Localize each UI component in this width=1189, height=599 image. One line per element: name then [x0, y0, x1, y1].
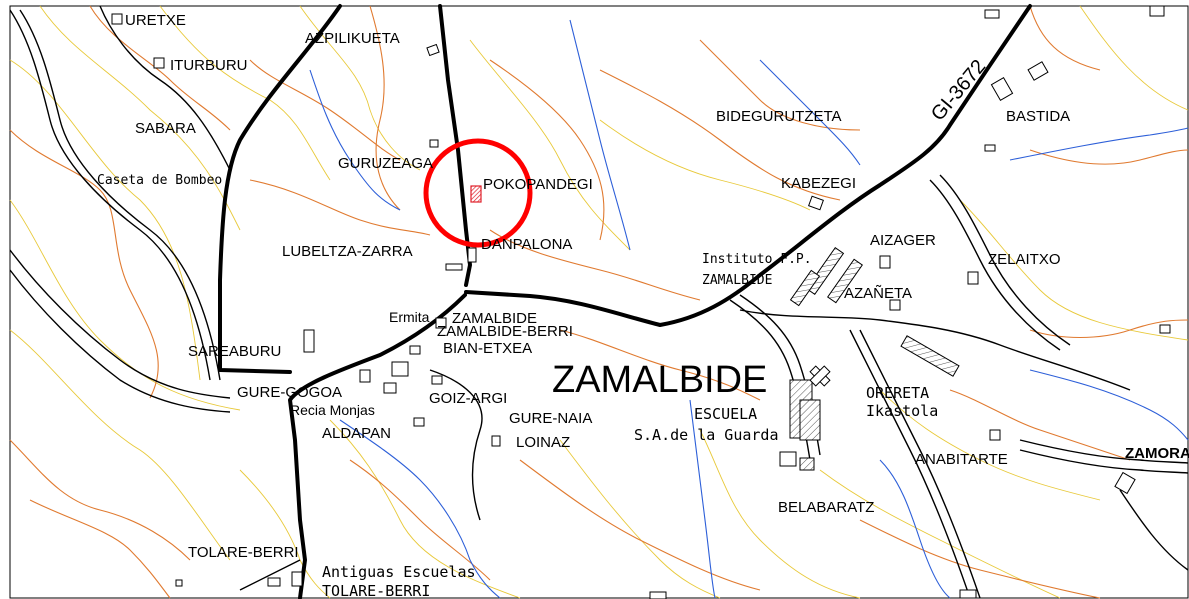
place-instituto: Instituto F.P. — [702, 252, 812, 267]
place-zamora: ZAMORA — [1125, 445, 1189, 462]
place-bidegurutzeta: BIDEGURUTZETA — [716, 108, 842, 125]
place-labels: URETXE ITURBURU SABARA Caseta de Bombeo … — [97, 12, 1189, 599]
place-escuela: ESCUELA — [694, 405, 757, 423]
place-guruzeaga: GURUZEAGA — [338, 155, 433, 172]
place-bastida: BASTIDA — [1006, 108, 1070, 125]
place-lubeltza: LUBELTZA-ZARRA — [282, 243, 413, 260]
place-ermita: Ermita — [389, 309, 430, 325]
place-belabaratz: BELABARATZ — [778, 499, 874, 516]
place-caseta: Caseta de Bombeo — [97, 173, 222, 188]
place-pokopandegi: POKOPANDEGI — [483, 176, 593, 193]
place-gure-gogoa: GURE-GOGOA — [237, 384, 342, 401]
place-uretxe: URETXE — [125, 12, 186, 29]
place-instituto-zamalbide: ZAMALBIDE — [702, 273, 772, 288]
place-bian-etxea: BIAN-ETXEA — [443, 340, 532, 357]
place-orereta: ORERETA — [866, 384, 929, 402]
place-zelaitxo: ZELAITXO — [988, 251, 1061, 268]
place-aldapan: ALDAPAN — [322, 425, 391, 442]
place-sareaburu: SAREABURU — [188, 343, 281, 360]
place-antiguas-escuelas: Antiguas Escuelas — [322, 563, 476, 581]
place-iturburu: ITURBURU — [170, 57, 248, 74]
place-azaneta: AZAÑETA — [844, 285, 912, 302]
place-danpalona: DANPALONA — [481, 236, 572, 253]
main-roads — [218, 4, 1032, 599]
place-zamalbide-big: ZAMALBIDE — [552, 359, 767, 401]
place-antiguas-tolare: TOLARE-BERRI — [322, 582, 430, 599]
place-gure-naia: GURE-NAIA — [509, 410, 592, 427]
target-parcel[interactable] — [470, 185, 482, 203]
place-zamalbide-berri: ZAMALBIDE-BERRI — [437, 323, 573, 340]
place-goiz-argi: GOIZ-ARGI — [429, 390, 507, 407]
place-sabara: SABARA — [135, 120, 196, 137]
place-zamalbide-small: ZAMALBIDE — [452, 310, 537, 327]
highlight-circle — [423, 138, 533, 248]
place-loinaz: LOINAZ — [516, 434, 570, 451]
place-sa-guarda: S.A.de la Guarda — [634, 426, 779, 444]
place-anabitarte: ANABITARTE — [915, 451, 1008, 468]
place-aizager: AIZAGER — [870, 232, 936, 249]
buildings — [111, 5, 1171, 599]
place-ikastola: Ikastola — [866, 402, 938, 420]
secondary-roads — [9, 5, 1189, 599]
place-kabezegi: KABEZEGI — [781, 175, 856, 192]
place-recia-monjas: Recia Monjas — [290, 402, 375, 418]
place-azpilikueta: AZPILIKUETA — [305, 30, 400, 47]
major-contours — [9, 5, 1189, 599]
place-tolare-berri: TOLARE-BERRI — [188, 544, 299, 561]
rivers — [309, 19, 1189, 599]
map-frame — [9, 5, 1189, 599]
